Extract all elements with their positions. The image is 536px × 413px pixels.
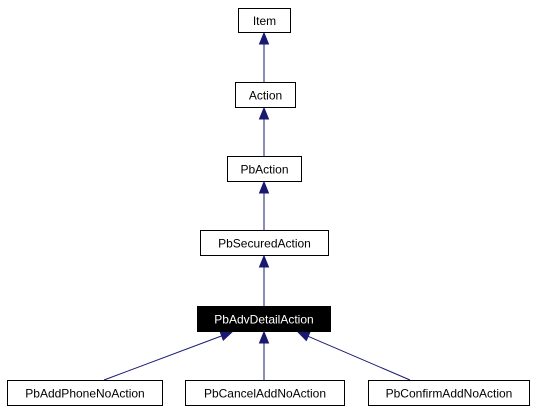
class-label: Action — [249, 89, 282, 103]
class-box — [200, 230, 329, 256]
class-box — [7, 380, 163, 406]
class-label: PbAction — [240, 163, 288, 177]
inheritance-edge-pbconfirmaddnoaction-to-pbadvdetailaction — [296, 331, 411, 381]
inheritance-arrowhead — [219, 331, 234, 341]
class-box — [185, 380, 345, 406]
class-node-pbaction[interactable]: PbAction — [227, 156, 302, 182]
inheritance-arrowhead — [258, 330, 270, 344]
inheritance-arrowhead — [258, 180, 270, 194]
class-label: PbCancelAddNoAction — [204, 387, 326, 401]
class-node-pbsecuredaction[interactable]: PbSecuredAction — [200, 230, 329, 256]
edge-line — [307, 335, 411, 381]
class-node-action[interactable]: Action — [235, 82, 296, 108]
class-node-pbcanceladdnoaction[interactable]: PbCancelAddNoAction — [185, 380, 345, 406]
inheritance-edge-pbsecuredaction-to-pbaction — [258, 180, 270, 230]
edges-layer — [103, 31, 411, 381]
inheritance-arrowhead — [258, 254, 270, 268]
inheritance-edge-pbaction-to-action — [258, 106, 270, 156]
class-box — [227, 156, 302, 182]
class-node-item[interactable]: Item — [238, 8, 291, 33]
inheritance-arrowhead — [258, 31, 270, 45]
class-box — [368, 380, 530, 406]
inheritance-edge-pbadvdetailaction-to-pbsecuredaction — [258, 254, 270, 306]
class-node-pbconfirmaddnoaction[interactable]: PbConfirmAddNoAction — [368, 380, 530, 406]
class-label: PbAddPhoneNoAction — [25, 387, 144, 401]
class-node-pbadvdetailaction: PbAdvDetailAction — [197, 306, 331, 332]
edge-line — [103, 335, 222, 381]
nodes-layer: ItemActionPbActionPbSecuredActionPbAdvDe… — [7, 8, 530, 406]
class-node-pbaddphonenoaction[interactable]: PbAddPhoneNoAction — [7, 380, 163, 406]
inheritance-arrowhead — [296, 331, 311, 342]
class-label: PbAdvDetailAction — [214, 313, 313, 327]
inheritance-edge-pbaddphonenoaction-to-pbadvdetailaction — [103, 331, 234, 381]
inheritance-edge-pbcanceladdnoaction-to-pbadvdetailaction — [258, 330, 270, 380]
class-box — [197, 306, 331, 332]
inheritance-arrowhead — [258, 106, 270, 120]
class-box — [238, 8, 291, 33]
class-label: PbSecuredAction — [218, 237, 311, 251]
class-label: PbConfirmAddNoAction — [386, 387, 513, 401]
class-label: Item — [253, 14, 276, 28]
class-box — [235, 82, 296, 108]
inheritance-edge-action-to-item — [258, 31, 270, 82]
